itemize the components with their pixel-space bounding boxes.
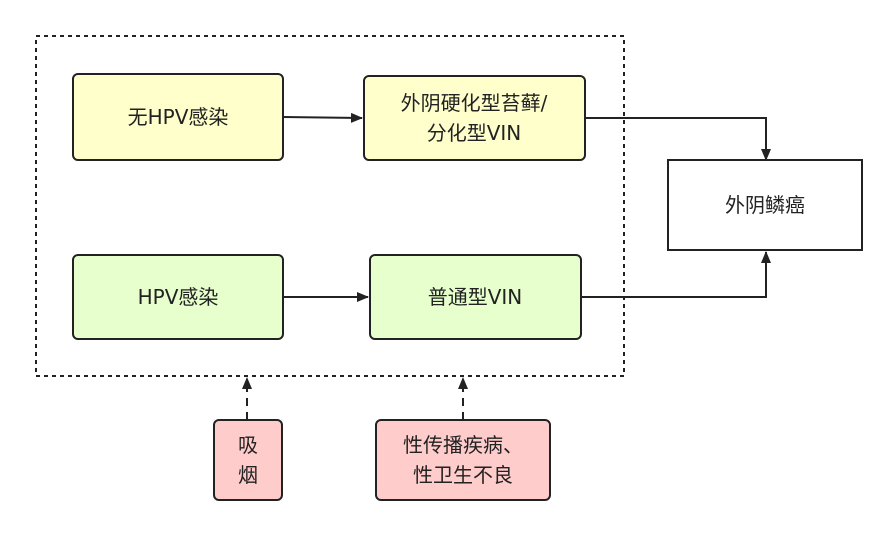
node-scc-line-1: 外阴鳞癌 (725, 193, 805, 217)
node-hpv-line-1: HPV感染 (138, 285, 219, 309)
node-no-hpv-line-1: 无HPV感染 (128, 105, 229, 129)
node-no-hpv-label: 无HPV感染 (128, 105, 229, 129)
node-no-hpv[interactable]: 无HPV感染 (72, 73, 284, 161)
node-hpv[interactable]: HPV感染 (72, 254, 284, 340)
node-lichen[interactable]: 外阴硬化型苔藓/分化型VIN (363, 75, 586, 161)
node-scc[interactable]: 外阴鳞癌 (667, 159, 863, 251)
node-no-hpv-box (72, 73, 284, 161)
node-hpv-label: HPV感染 (138, 285, 219, 309)
node-smoking-line-1: 吸 (238, 433, 258, 457)
edge-lichen-to-scc (585, 117, 771, 161)
node-std-line-2: 性卫生不良 (413, 463, 513, 487)
node-hpv-box (72, 254, 284, 340)
node-smoking[interactable]: 吸烟 (213, 419, 283, 501)
node-smoking-label: 吸烟 (238, 433, 258, 487)
node-lichen-line-1: 外阴硬化型苔藓/ (401, 91, 548, 115)
node-std-line-1: 性传播疾病、 (403, 433, 523, 457)
edge-usual-vin-to-scc (581, 251, 771, 298)
node-std-box (375, 419, 551, 501)
edges (242, 112, 771, 420)
node-smoking-line-2: 烟 (238, 463, 258, 487)
node-usual-vin-box (369, 254, 582, 340)
node-lichen-box (363, 75, 586, 161)
node-std[interactable]: 性传播疾病、性卫生不良 (375, 419, 551, 501)
edge-no-hpv-to-lichen (282, 112, 363, 123)
node-scc-box (667, 159, 863, 251)
node-lichen-label: 外阴硬化型苔藓/分化型VIN (401, 91, 548, 145)
node-std-label: 性传播疾病、性卫生不良 (403, 433, 523, 487)
node-smoking-box (213, 419, 283, 501)
node-scc-label: 外阴鳞癌 (725, 193, 805, 217)
node-usual-vin[interactable]: 普通型VIN (369, 254, 582, 340)
node-lichen-line-2: 分化型VIN (427, 121, 522, 145)
node-usual-vin-label: 普通型VIN (428, 285, 523, 309)
node-usual-vin-line-1: 普通型VIN (428, 285, 523, 309)
